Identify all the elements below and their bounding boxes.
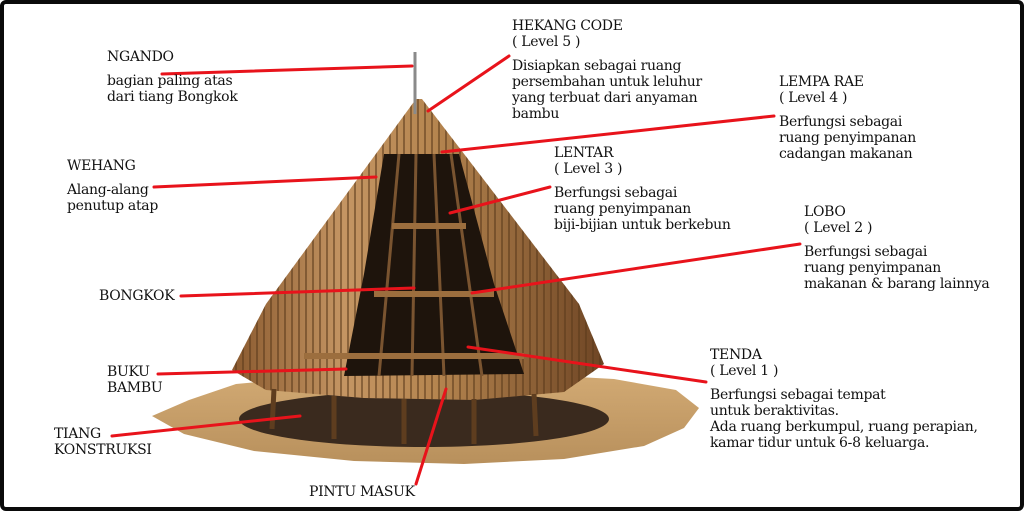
lobo-level: ( Level 2 ) [804,220,873,236]
ngando-desc: dari tiang Bongkok [107,89,238,105]
ngando-desc: bagian paling atas [107,73,233,89]
label-pintu-masuk: PINTU MASUK [309,484,415,500]
lobo-desc: Berfungsi sebagai [804,244,928,260]
hekang-code-desc: Disiapkan sebagai ruang [512,58,682,74]
hekang-code-level: ( Level 5 ) [512,34,581,50]
lempa-rae-desc: Berfungsi sebagai [779,114,903,130]
leader-hekang-code [426,54,511,113]
leader-wehang [152,175,378,189]
label-buku-bambu: BUKU BAMBU [107,364,163,396]
ngando-title: NGANDO [107,49,174,65]
tenda-desc: Berfungsi sebagai tempat [710,387,886,403]
hekang-code-desc: bambu [512,106,560,122]
leader-tiang-konstruksi [110,414,302,438]
wehang-title: WEHANG [67,158,136,174]
leader-lines [110,54,802,486]
hekang-code-desc: persembahan untuk leluhur [512,74,702,90]
interior-opening [344,154,524,376]
lentar-level: ( Level 3 ) [554,161,623,177]
tenda-desc: untuk beraktivitas. [710,403,839,419]
tenda-desc: Ada ruang berkumpul, ruang perapian, [710,419,978,435]
wehang-desc: Alang-alang [67,182,149,198]
floor-gravel [239,391,609,447]
label-bongkok: BONGKOK [99,288,175,304]
lobo-desc: ruang penyimpanan [804,260,941,276]
lempa-rae-desc: cadangan makanan [779,146,913,162]
label-lobo: LOBO ( Level 2 ) Berfungsi sebagai ruang… [804,204,990,292]
lempa-rae-level: ( Level 4 ) [779,90,848,106]
label-hekang-code: HEKANG CODE ( Level 5 ) Disiapkan sebaga… [512,18,702,122]
leader-lobo [470,242,802,295]
label-wehang: WEHANG Alang-alang penutup atap [67,158,158,214]
lempa-rae-title: LEMPA RAE [779,74,864,90]
leader-pintu-masuk [414,387,448,486]
interior-poles [377,153,484,377]
tiang-konstruksi-title: TIANG [54,426,101,442]
label-tenda: TENDA ( Level 1 ) Berfungsi sebagai temp… [710,347,978,451]
tiang-konstruksi-title: KONSTRUKSI [54,442,152,458]
label-lempa-rae: LEMPA RAE ( Level 4 ) Berfungsi sebagai … [779,74,916,162]
leader-bongkok [179,286,416,298]
leader-tenda [466,345,708,384]
label-ngando: NGANDO bagian paling atas dari tiang Bon… [107,49,238,105]
lentar-desc: biji-bijian untuk berkebun [554,217,731,233]
lempa-rae-desc: ruang penyimpanan [779,130,916,146]
leader-ngando [160,64,414,76]
support-posts [269,388,539,444]
lobo-desc: makanan & barang lainnya [804,276,990,292]
hekang-code-title: HEKANG CODE [512,18,623,34]
hekang-code-desc: yang terbuat dari anyaman [512,90,698,106]
leader-buku-bambu [156,367,348,376]
leader-lempa-rae [440,114,776,154]
lentar-title: LENTAR [554,145,614,161]
pintu-masuk-title: PINTU MASUK [309,484,415,500]
buku-bambu-title: BUKU [107,364,150,380]
label-lentar: LENTAR ( Level 3 ) Berfungsi sebagai rua… [554,145,731,233]
tenda-level: ( Level 1 ) [710,363,779,379]
leader-lentar [448,185,552,215]
label-tiang-konstruksi: TIANG KONSTRUKSI [54,426,152,458]
lentar-desc: Berfungsi sebagai [554,185,678,201]
mbaru-niang-illustration [110,52,802,486]
lentar-desc: ruang penyimpanan [554,201,691,217]
wehang-desc: penutup atap [67,198,159,214]
tenda-desc: kamar tidur untuk 6-8 keluarga. [710,435,930,451]
tenda-title: TENDA [710,347,762,363]
bongkok-title: BONGKOK [99,288,175,304]
buku-bambu-title: BAMBU [107,380,163,396]
lobo-title: LOBO [804,204,846,220]
